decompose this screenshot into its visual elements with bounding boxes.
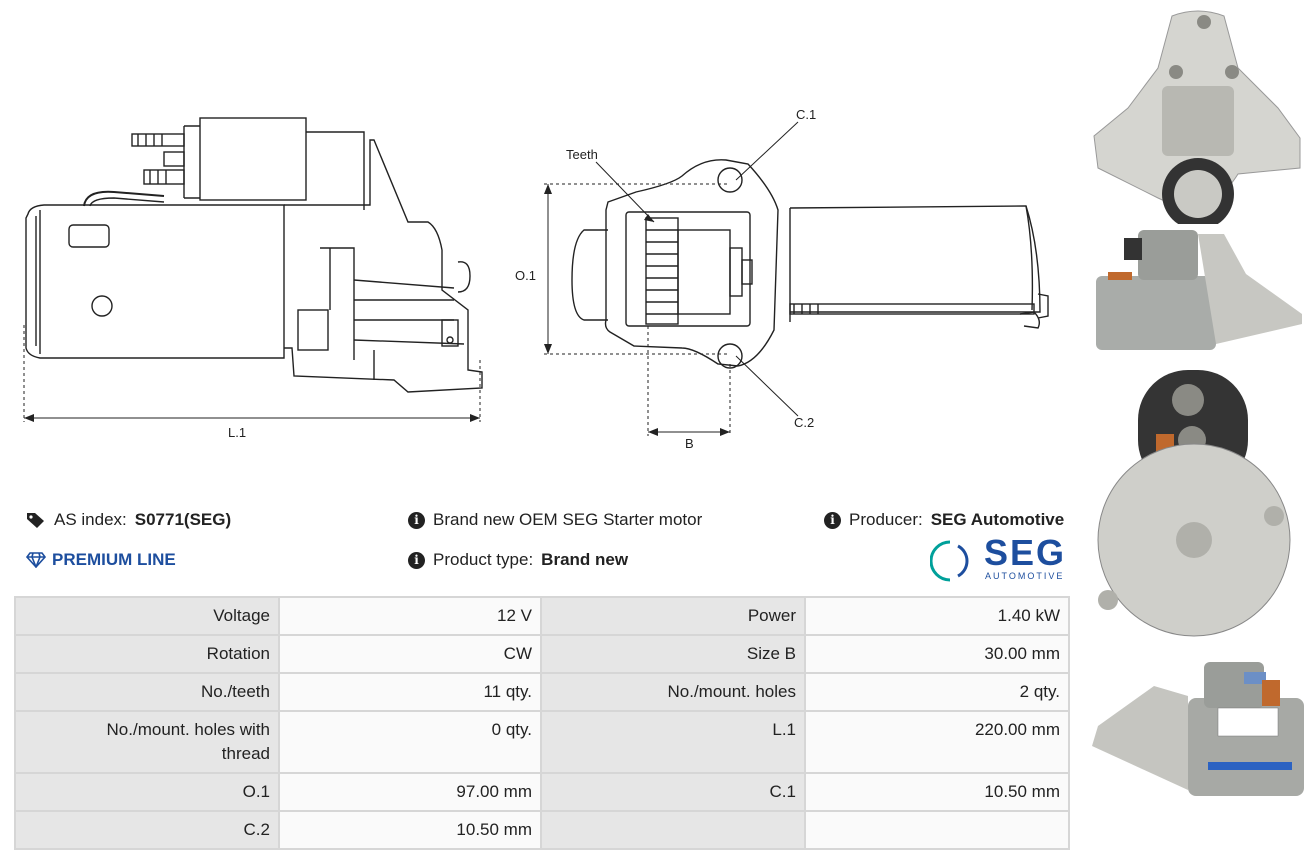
- spec-label: No./mount. holes: [540, 672, 806, 712]
- spec-value: 220.00 mm: [804, 710, 1070, 774]
- c1-label: C.1: [796, 107, 816, 122]
- spec-value: 10.50 mm: [278, 810, 542, 850]
- spec-value: CW: [278, 634, 542, 674]
- table-row: C.2 10.50 mm: [14, 810, 1070, 850]
- o1-label: O.1: [515, 268, 536, 283]
- spec-label: [540, 810, 806, 850]
- spec-label: Power: [540, 596, 806, 636]
- b-label: B: [685, 436, 694, 451]
- teeth-label: Teeth: [566, 147, 598, 162]
- as-index-value: S0771(SEG): [134, 510, 232, 529]
- spec-value: 1.40 kW: [804, 596, 1070, 636]
- spec-value: 97.00 mm: [278, 772, 542, 812]
- as-index: AS index: S0771(SEG): [26, 510, 231, 530]
- producer-value: SEG Automotive: [930, 510, 1065, 529]
- spec-value: 30.00 mm: [804, 634, 1070, 674]
- spec-table: Voltage 12 V Power 1.40 kW Rotation CW S…: [14, 596, 1070, 850]
- table-row: O.1 97.00 mm C.1 10.50 mm: [14, 772, 1070, 812]
- product-photo-side[interactable]: [1088, 224, 1306, 354]
- description: i Brand new OEM SEG Starter motor: [408, 510, 702, 530]
- spec-label: Voltage: [14, 596, 280, 636]
- spec-label: Rotation: [14, 634, 280, 674]
- product-photo-rear[interactable]: [1088, 364, 1306, 646]
- spec-value: 2 qty.: [804, 672, 1070, 712]
- table-row: Rotation CW Size B 30.00 mm: [14, 634, 1070, 674]
- seg-logo-text: SEG: [984, 532, 1067, 573]
- product-type-label: Product type:: [433, 550, 534, 569]
- front-view-drawing: C.1 C.2 Teeth O.1 B: [515, 107, 1049, 451]
- spec-value: 11 qty.: [278, 672, 542, 712]
- spec-value: 12 V: [278, 596, 542, 636]
- seg-logo-arc-icon: [930, 540, 969, 582]
- product-type-value: Brand new: [541, 550, 629, 569]
- product-type: i Product type: Brand new: [408, 550, 628, 570]
- info-icon: i: [824, 511, 841, 529]
- seg-logo-subtext: AUTOMOTIVE: [985, 571, 1065, 581]
- description-text: Brand new OEM SEG Starter motor: [433, 510, 703, 529]
- spec-label: Size B: [540, 634, 806, 674]
- producer-label: Producer:: [849, 510, 923, 529]
- table-row: Voltage 12 V Power 1.40 kW: [14, 596, 1070, 636]
- spec-label: C.2: [14, 810, 280, 850]
- diamond-icon: [26, 552, 46, 568]
- mount-hole-c1: [717, 167, 743, 193]
- premium-line-badge: PREMIUM LINE: [26, 550, 176, 570]
- info-icon: i: [408, 511, 425, 529]
- product-photo-front[interactable]: [1088, 8, 1306, 224]
- spec-value: 0 qty.: [278, 710, 542, 774]
- tags-icon: [27, 513, 44, 528]
- info-icon: i: [408, 551, 425, 569]
- spec-label: No./mount. holes with thread: [14, 710, 280, 774]
- premium-line-label: PREMIUM LINE: [52, 550, 176, 569]
- l1-label: L.1: [228, 425, 246, 440]
- product-photo-angle[interactable]: [1088, 656, 1306, 856]
- as-index-label: AS index:: [54, 510, 127, 529]
- side-view-drawing: L.1: [23, 117, 483, 440]
- spec-value: [804, 810, 1070, 850]
- mount-hole-c2: [717, 343, 743, 369]
- spec-label: L.1: [540, 710, 806, 774]
- spec-label: O.1: [14, 772, 280, 812]
- spec-value: 10.50 mm: [804, 772, 1070, 812]
- table-row: No./teeth 11 qty. No./mount. holes 2 qty…: [14, 672, 1070, 712]
- spec-label: No./teeth: [14, 672, 280, 712]
- c2-label: C.2: [794, 415, 814, 430]
- producer: i Producer: SEG Automotive: [824, 510, 1064, 530]
- seg-logo: SEG AUTOMOTIVE: [930, 532, 1070, 584]
- table-row: No./mount. holes with thread 0 qty. L.1 …: [14, 710, 1070, 774]
- spec-label: C.1: [540, 772, 806, 812]
